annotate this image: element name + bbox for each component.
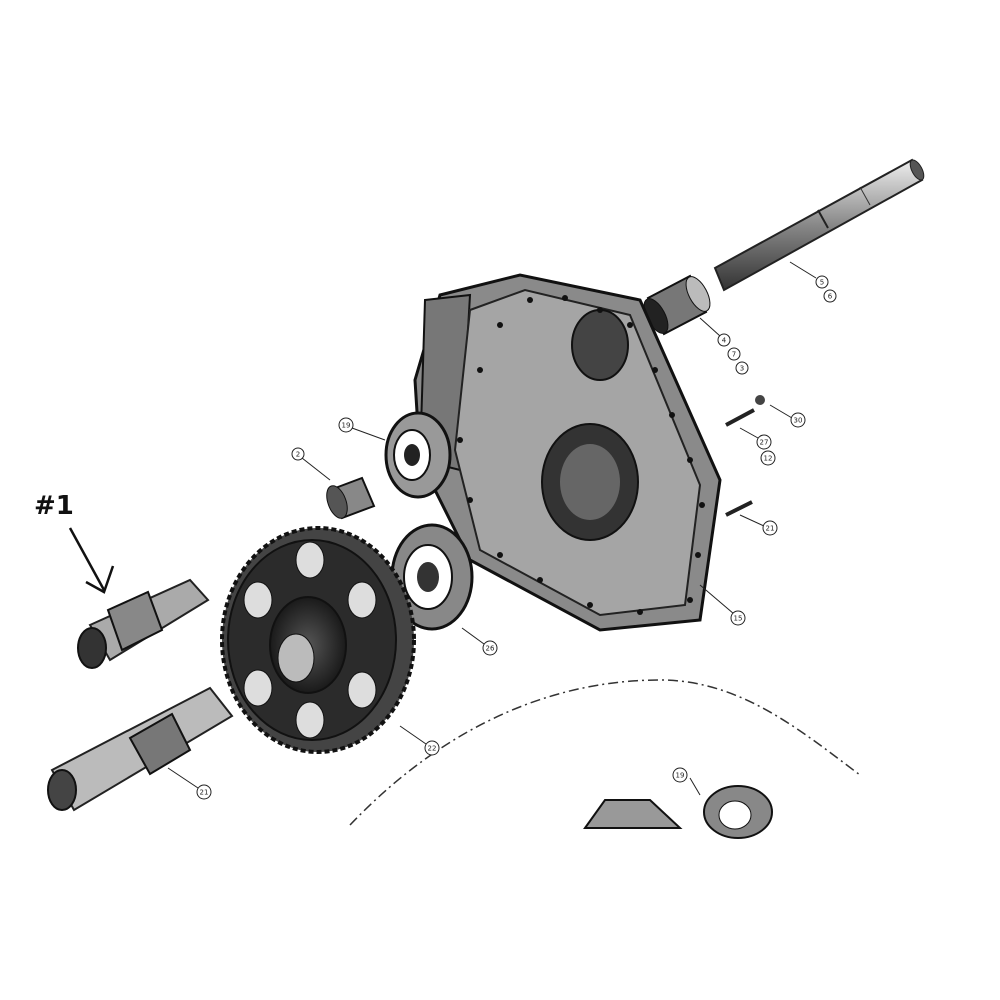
svg-text:12: 12 [764, 455, 773, 463]
pointer-annotation: #1 [34, 491, 115, 594]
gear-housing-part [413, 273, 722, 632]
callout-2: 2 [291, 447, 305, 461]
callout-22: 22 [424, 740, 440, 756]
small-pins-part [725, 395, 765, 517]
svg-text:30: 30 [794, 417, 803, 425]
svg-text:26: 26 [486, 645, 495, 653]
leader-lines [167, 261, 817, 796]
svg-text:6: 6 [828, 293, 833, 301]
svg-text:3: 3 [740, 365, 744, 373]
svg-text:4: 4 [722, 337, 727, 345]
callout-21-upper: 21 [762, 520, 778, 536]
callout-30: 30 [790, 412, 806, 428]
callouts: 5 6 4 7 3 30 27 12 21 19 2 26 15 22 21 1… [196, 275, 837, 800]
callout-19: 19 [338, 417, 354, 433]
svg-text:2: 2 [296, 451, 300, 459]
svg-text:27: 27 [760, 439, 769, 447]
lower-bearing-part [390, 523, 474, 631]
callout-15: 15 [730, 610, 746, 626]
long-shaft-part [713, 158, 925, 292]
partial-parts-bottom [583, 785, 773, 839]
pointer-label: #1 [34, 491, 74, 521]
svg-text:7: 7 [732, 351, 736, 359]
splined-shaft-part [47, 686, 234, 812]
spur-gear-part [220, 526, 416, 754]
svg-text:19: 19 [676, 772, 685, 780]
svg-text:15: 15 [734, 615, 743, 623]
callout-26: 26 [482, 640, 498, 656]
callout-12: 12 [760, 450, 776, 466]
callout-21-lower: 21 [196, 784, 212, 800]
callout-4: 4 [717, 333, 731, 347]
svg-text:21: 21 [766, 525, 775, 533]
svg-text:5: 5 [820, 279, 824, 287]
upper-bearing-part [384, 411, 452, 499]
svg-text:22: 22 [428, 745, 437, 753]
callout-7: 7 [727, 347, 741, 361]
pinion-shaft-part [77, 578, 210, 669]
svg-text:21: 21 [200, 789, 209, 797]
callout-3: 3 [735, 361, 749, 375]
pointer-arrow-icon [68, 527, 106, 591]
collar-part [326, 476, 376, 520]
callout-19-lower: 19 [672, 767, 688, 783]
callout-27: 27 [756, 434, 772, 450]
bushing-part [643, 274, 711, 336]
callout-5: 5 [815, 275, 829, 289]
callout-6: 6 [823, 289, 837, 303]
svg-text:19: 19 [342, 422, 351, 430]
